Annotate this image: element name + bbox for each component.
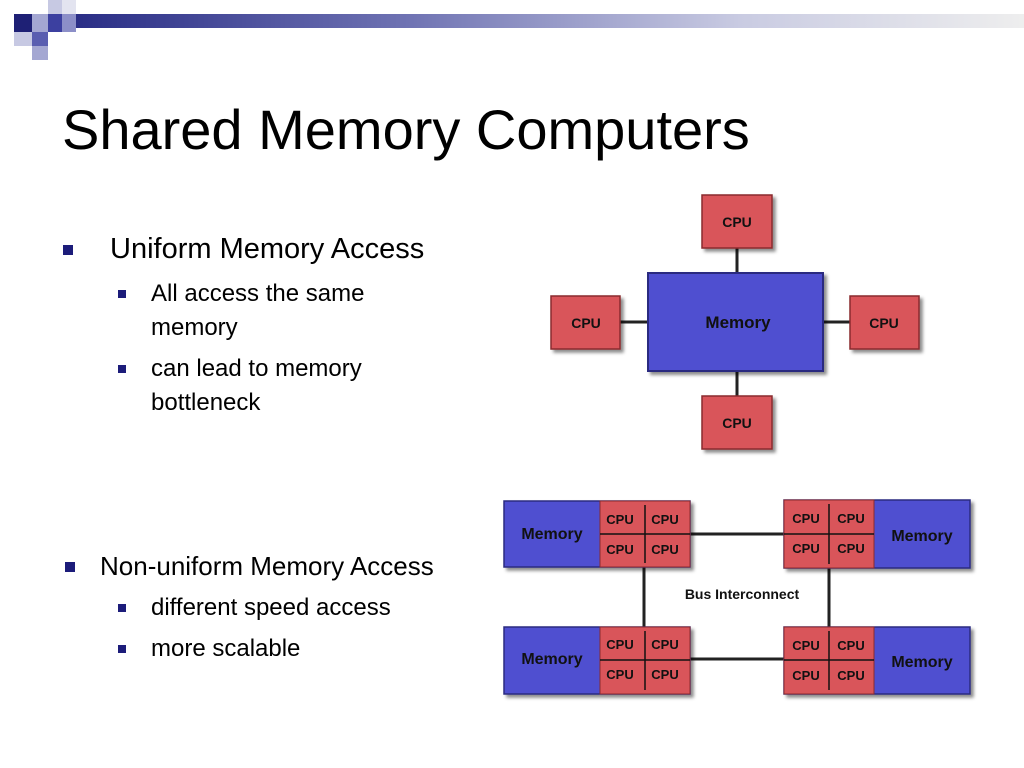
uma-cpu-bottom	[701, 395, 773, 450]
numa-memory-label: Memory	[521, 526, 582, 543]
numa-cpu-label: CPU	[651, 512, 678, 527]
list-item: All access the same memory	[151, 280, 365, 341]
bus-interconnect-label: Bus Interconnect	[685, 586, 800, 602]
header-bar	[76, 14, 1024, 28]
uma-cpu-label: CPU	[722, 415, 752, 431]
list-item: can lead to memory bottleneck	[151, 355, 362, 416]
bullet-marker	[65, 562, 75, 572]
page-title: Shared Memory Computers	[62, 98, 750, 161]
numa-cpu-label: CPU	[606, 667, 633, 682]
uma-memory-box	[647, 272, 824, 372]
section-heading-numa: Non-uniform Memory Access	[100, 551, 434, 581]
bullet-marker	[63, 245, 73, 255]
section-heading-uma: Uniform Memory Access	[110, 233, 425, 265]
numa-cpu-label: CPU	[792, 638, 819, 653]
numa-cpu-label: CPU	[837, 511, 864, 526]
numa-memory-label: Memory	[521, 651, 582, 668]
uma-cpu-left	[550, 295, 621, 350]
bullet-marker	[118, 365, 126, 373]
uma-memory-label: Memory	[705, 313, 771, 332]
numa-cpu-label: CPU	[837, 638, 864, 653]
numa-cpu-label: CPU	[792, 668, 819, 683]
uma-cpu-top	[701, 194, 773, 249]
numa-cpu-label: CPU	[606, 542, 633, 557]
numa-cpu-label: CPU	[792, 541, 819, 556]
uma-cpu-label: CPU	[869, 315, 899, 331]
numa-cpu-label: CPU	[837, 541, 864, 556]
numa-memory-label: Memory	[891, 528, 952, 545]
list-item: different speed access	[151, 594, 391, 621]
bullet-marker	[118, 645, 126, 653]
numa-cpu-label: CPU	[651, 667, 678, 682]
uma-cpu-label: CPU	[722, 214, 752, 230]
list-item: more scalable	[151, 635, 301, 662]
numa-cpu-label: CPU	[651, 542, 678, 557]
uma-cpu-label: CPU	[571, 315, 601, 331]
numa-cpu-label: CPU	[837, 668, 864, 683]
bullet-marker	[118, 290, 126, 298]
uma-cpu-right	[849, 295, 920, 350]
numa-cpu-label: CPU	[792, 511, 819, 526]
numa-cpu-label: CPU	[606, 512, 633, 527]
bullet-marker	[118, 604, 126, 612]
numa-cpu-label: CPU	[651, 637, 678, 652]
numa-cpu-label: CPU	[606, 637, 633, 652]
header-decoration	[0, 0, 90, 62]
numa-memory-label: Memory	[891, 654, 952, 671]
